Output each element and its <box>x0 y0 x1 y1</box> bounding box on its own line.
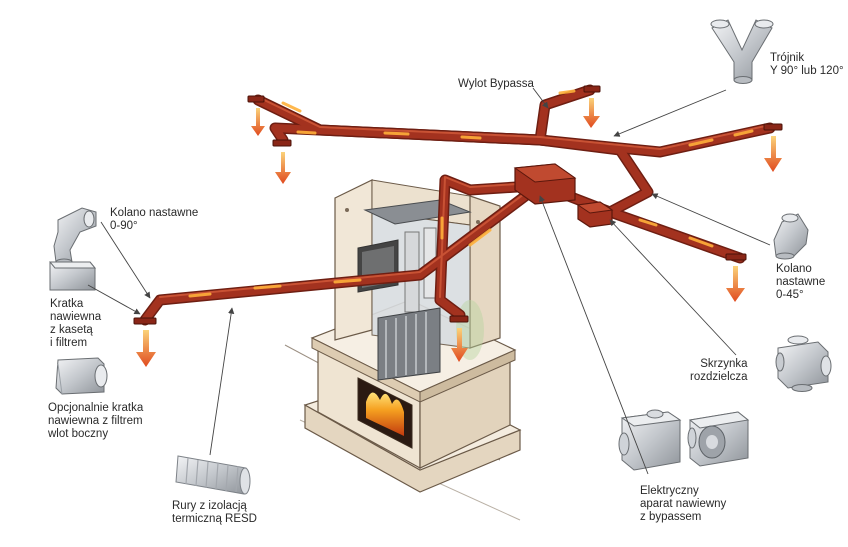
label-skrzynka-rozdzielcza: Skrzynka rozdzielcza <box>690 358 748 383</box>
elbow-45-icon <box>773 213 809 260</box>
electric-fan-unit-icon <box>618 409 750 471</box>
distribution-box-on-duct <box>513 163 614 228</box>
duct-outlets <box>133 85 783 325</box>
label-kolano-nastawne-45: Kolano nastawne 0-45° <box>776 263 826 301</box>
grille-cassette-icon <box>48 261 97 291</box>
elbow-90-icon <box>53 207 97 266</box>
label-opcjonalnie-kratka: Opcjonalnie kratka nawiewna z filtrem wl… <box>48 402 144 440</box>
distribution-box-icon <box>775 335 832 392</box>
leader-lines <box>87 87 771 475</box>
label-rury-resd: Rury z izolacją termiczną RESD <box>172 500 257 525</box>
label-kratka-nawiewna: Kratka nawiewna z kasetą i filtrem <box>50 298 102 349</box>
label-kolano-nastawne-90: Kolano nastawne 0-90° <box>110 207 199 232</box>
grille-side-icon <box>55 357 108 395</box>
warm-air-arrows <box>136 98 782 367</box>
label-elektryczny-aparat: Elektryczny aparat nawiewny z bypassem <box>640 485 727 523</box>
trojnik-y-icon <box>710 19 774 84</box>
label-trojnik: Trójnik Y 90° lub 120° <box>770 52 844 77</box>
label-wylot-bypassa: Wylot Bypassa <box>458 78 534 90</box>
insulated-pipe-icon <box>175 455 251 495</box>
